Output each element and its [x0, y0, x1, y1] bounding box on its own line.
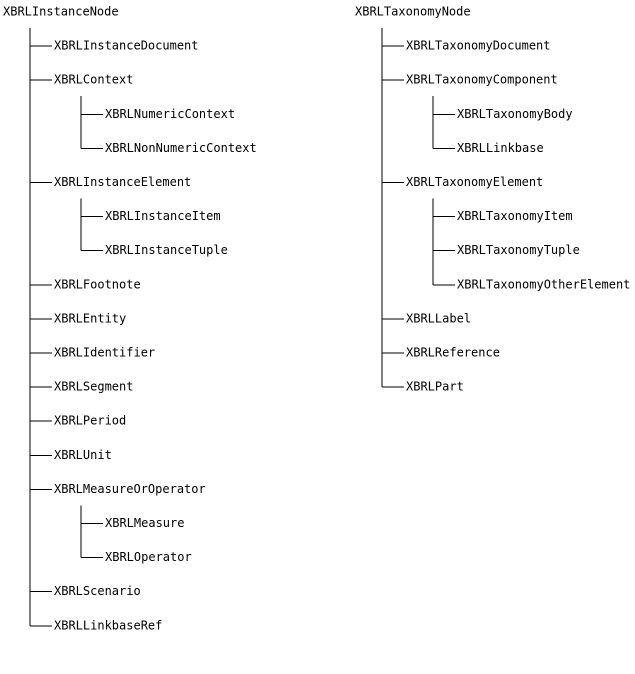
node-xbrl-instance-node: XBRLInstanceNode — [3, 5, 119, 19]
node-xbrl-context: XBRLContext — [54, 73, 133, 87]
node-xbrl-non-numeric-context: XBRLNonNumericContext — [105, 141, 257, 155]
node-xbrl-part: XBRLPart — [406, 380, 464, 394]
node-xbrl-linkbase-ref: XBRLLinkbaseRef — [54, 618, 162, 632]
node-xbrl-measure-or-operator: XBRLMeasureOrOperator — [54, 482, 206, 496]
node-xbrl-identifier: XBRLIdentifier — [54, 346, 155, 360]
node-xbrl-numeric-context: XBRLNumericContext — [105, 107, 235, 121]
node-xbrl-taxonomy-item: XBRLTaxonomyItem — [457, 209, 573, 223]
node-xbrl-taxonomy-document: XBRLTaxonomyDocument — [406, 39, 551, 53]
node-xbrl-period: XBRLPeriod — [54, 414, 126, 428]
node-xbrl-instance-element: XBRLInstanceElement — [54, 175, 191, 189]
node-xbrl-taxonomy-tuple: XBRLTaxonomyTuple — [457, 243, 580, 257]
node-xbrl-taxonomy-node: XBRLTaxonomyNode — [355, 5, 471, 19]
node-xbrl-unit: XBRLUnit — [54, 448, 112, 462]
node-xbrl-measure: XBRLMeasure — [105, 516, 184, 530]
node-xbrl-segment: XBRLSegment — [54, 380, 133, 394]
node-xbrl-entity: XBRLEntity — [54, 311, 126, 325]
node-xbrl-taxonomy-other-element: XBRLTaxonomyOtherElement — [457, 277, 630, 291]
node-xbrl-footnote: XBRLFootnote — [54, 277, 141, 291]
node-xbrl-linkbase: XBRLLinkbase — [457, 141, 544, 155]
node-xbrl-reference: XBRLReference — [406, 346, 500, 360]
node-xbrl-taxonomy-body: XBRLTaxonomyBody — [457, 107, 573, 121]
node-xbrl-label: XBRLLabel — [406, 311, 471, 325]
node-xbrl-scenario: XBRLScenario — [54, 584, 141, 598]
node-xbrl-instance-item: XBRLInstanceItem — [105, 209, 221, 223]
node-xbrl-taxonomy-component: XBRLTaxonomyComponent — [406, 73, 558, 87]
node-xbrl-operator: XBRLOperator — [105, 550, 192, 564]
node-xbrl-taxonomy-element: XBRLTaxonomyElement — [406, 175, 543, 189]
node-xbrl-instance-tuple: XBRLInstanceTuple — [105, 243, 228, 257]
node-xbrl-instance-document: XBRLInstanceDocument — [54, 39, 199, 53]
